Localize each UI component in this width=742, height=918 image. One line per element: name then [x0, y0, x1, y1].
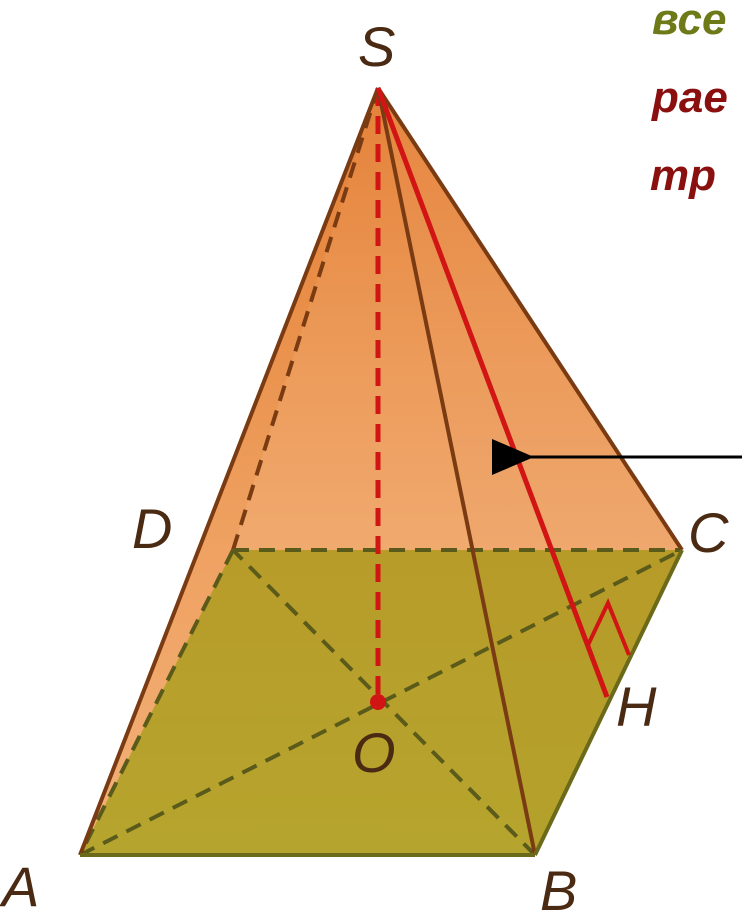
- cut-text-line1: все: [652, 0, 726, 44]
- apothem-sh: [375, 87, 610, 698]
- label-s: S: [358, 15, 395, 78]
- label-a: A: [0, 855, 39, 918]
- point-o: [370, 694, 386, 710]
- right-angle-mark: [586, 598, 631, 656]
- edge-sb: [376, 87, 537, 856]
- label-c: C: [688, 501, 729, 564]
- edge-sc: [376, 86, 684, 552]
- label-d: D: [132, 497, 172, 560]
- label-o: O: [352, 721, 396, 784]
- label-b: B: [540, 859, 577, 918]
- cut-text-line2: рае: [651, 73, 728, 122]
- edge-sd-hidden: [231, 87, 380, 551]
- diagonal-ac: [79, 548, 683, 857]
- label-h: H: [616, 675, 657, 738]
- edge-sa: [78, 87, 380, 856]
- edge-bc: [533, 549, 684, 856]
- edge-da-hidden: [78, 549, 235, 856]
- cut-text-line3: тр: [650, 151, 716, 200]
